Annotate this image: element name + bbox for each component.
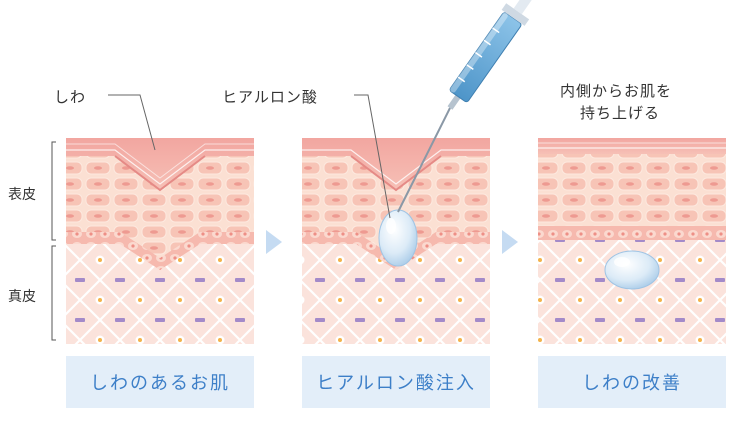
arrow-right-icon [502,230,518,254]
hyaluronic-label: ヒアルロン酸 [222,88,318,106]
lift-label-line1: 内側からお肌を [560,82,673,100]
syringe [447,0,545,110]
panel-wrinkled-skin [66,138,254,344]
panel-injection [302,138,490,344]
wrinkle-label: しわ [54,88,87,106]
caption-wrinkled: しわのあるお肌 [66,356,254,408]
needle [397,107,451,213]
lift-label-line2: 持ち上げる [580,104,661,122]
caption-injection: ヒアルロン酸注入 [302,356,490,408]
caption-improved: しわの改善 [538,356,726,408]
panel-improved [538,138,726,344]
wrinkle-leader-line [108,94,156,151]
layer-brackets [51,141,56,341]
hyaluronic-leader-line [354,94,391,219]
dermis-label: 真皮 [8,289,36,305]
epidermis-label: 表皮 [8,187,36,203]
arrow-right-icon [266,230,282,254]
